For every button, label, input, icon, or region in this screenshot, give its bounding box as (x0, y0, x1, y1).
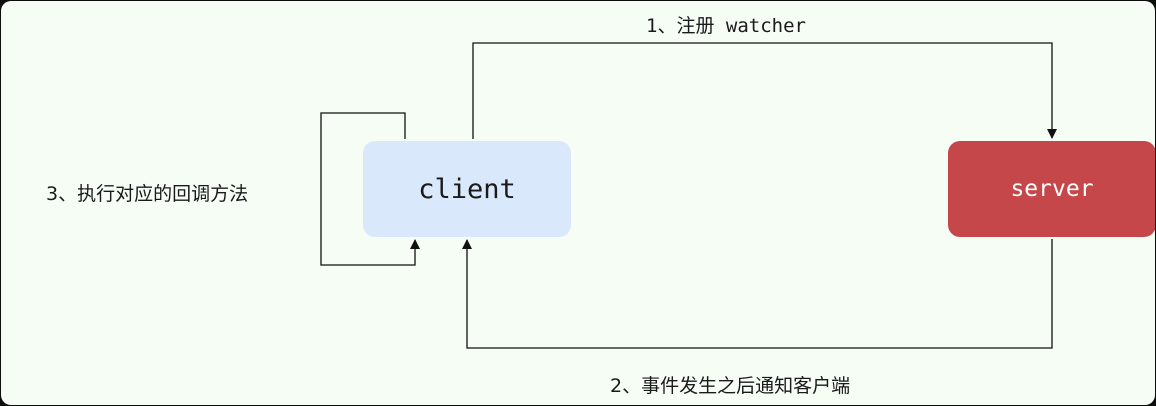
edge-register-label: 1、注册 watcher (646, 15, 806, 37)
client-node: client (363, 141, 571, 237)
edge-register (472, 42, 1057, 139)
server-node-label: server (1010, 176, 1094, 202)
edge-callback-label: 3、执行对应的回调方法 (46, 183, 249, 205)
edge-callback (320, 112, 420, 266)
edge-notify-label: 2、事件发生之后通知客户端 (610, 375, 851, 397)
edge-notify (462, 239, 1053, 349)
server-node: server (948, 141, 1155, 237)
client-node-label: client (418, 173, 516, 205)
